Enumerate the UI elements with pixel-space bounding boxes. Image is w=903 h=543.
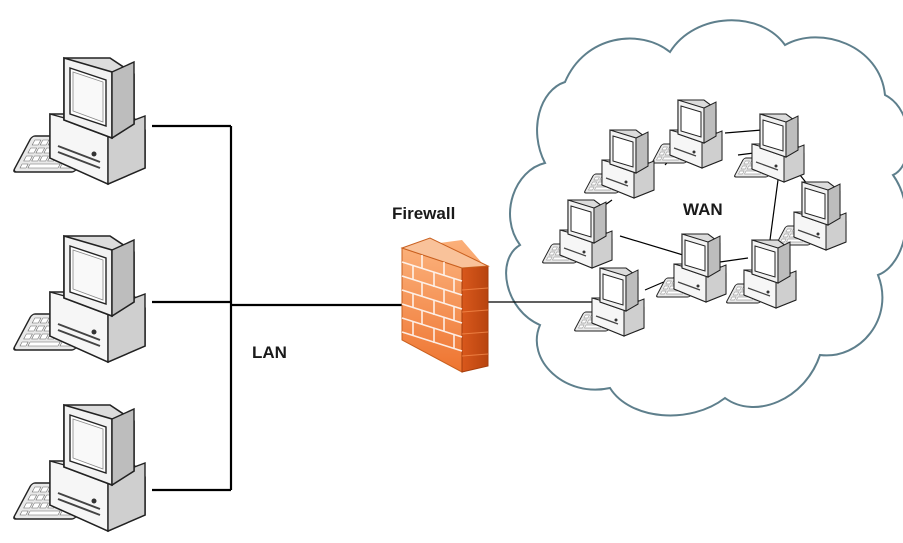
lan-label: LAN <box>252 343 287 362</box>
computer-icon <box>11 235 147 363</box>
firewall-icon <box>400 237 490 373</box>
computer-icon <box>11 57 147 185</box>
lan-wiring <box>152 124 402 492</box>
wan-label: WAN <box>683 200 723 219</box>
firewall-label: Firewall <box>392 204 456 223</box>
computer-icon <box>11 404 147 532</box>
